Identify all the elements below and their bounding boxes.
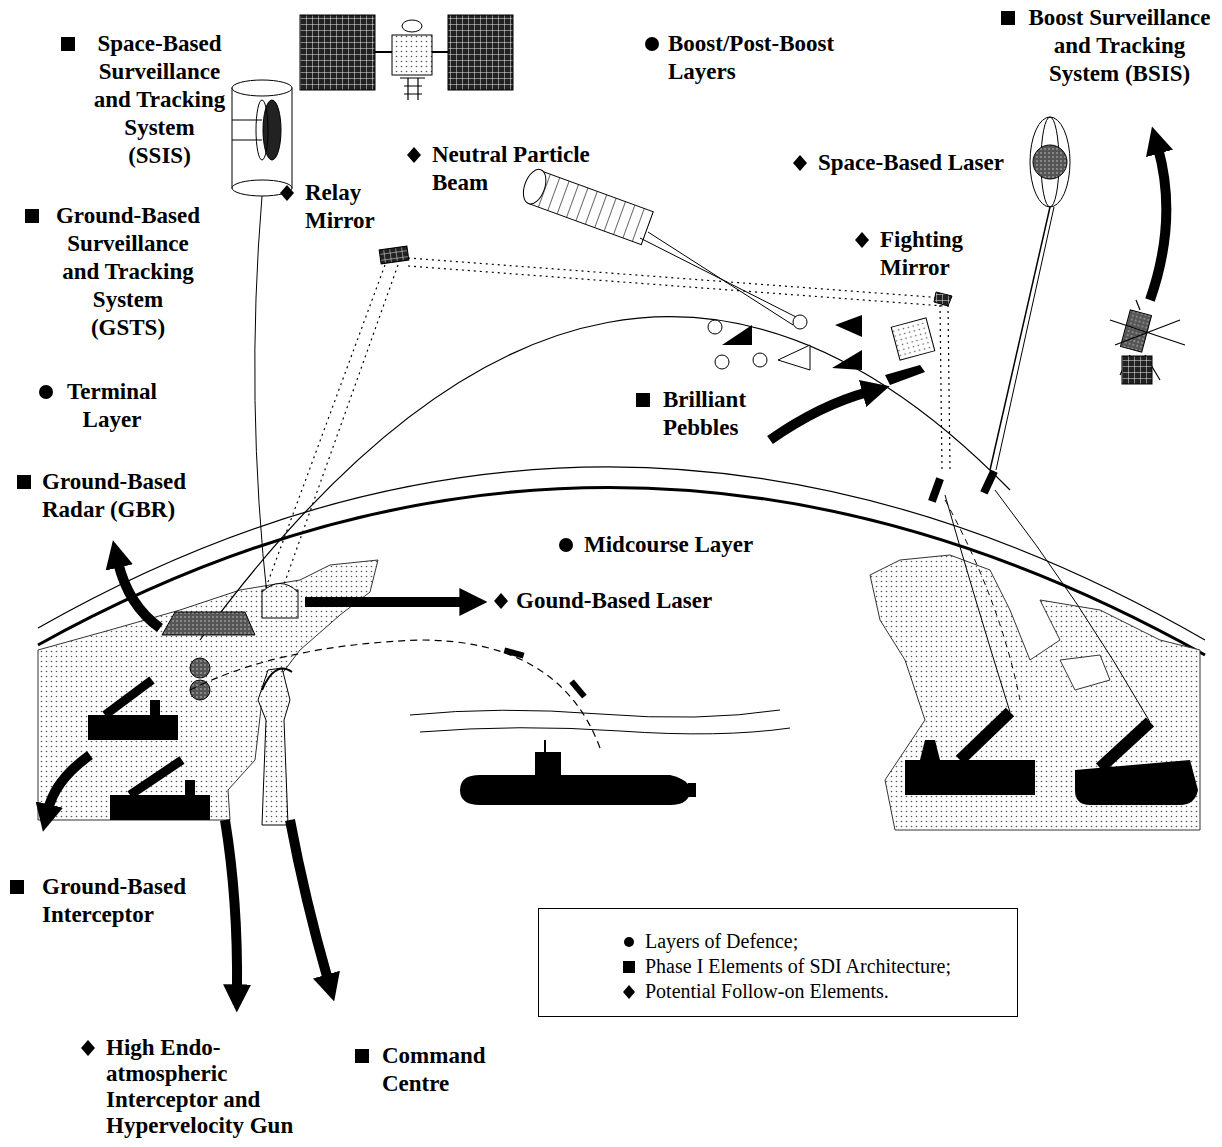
follow-on-diamond [793,155,807,171]
atmosphere-arc [38,467,1205,640]
neutral-particle-beam [519,166,798,325]
legend-entry: Layers of Defence; [621,929,798,954]
legend-symbol [621,959,637,975]
layer-dot [39,385,53,399]
callout-arrow [118,562,160,628]
brilliant-pebbles [708,315,935,385]
missile [569,679,586,698]
laser-beam [408,258,944,298]
follow-on-diamond [494,593,508,609]
sea-line [420,728,790,734]
layer-dot [645,37,659,51]
callout-label: Space-Based Laser [818,149,1018,177]
missile [928,477,944,502]
fighting-mirror [934,292,952,306]
legend-label: Potential Follow-on Elements. [645,980,889,1003]
legend-symbol [621,934,637,950]
callout-arrow [225,820,237,990]
callout-label: Relay Mirror [305,179,390,235]
callout-label: Ground-Based Surveillance and Tracking S… [53,202,203,342]
follow-on-diamond [280,185,294,201]
legend-entry: Potential Follow-on Elements. [621,979,889,1004]
callout-arrow [290,820,328,980]
legend-label: Layers of Defence; [645,930,798,953]
phase-one-square [25,209,39,223]
legend-symbol [621,984,637,1000]
launch-track [945,500,1020,700]
ground-laser-dome [262,584,298,593]
interceptor-launcher [88,680,178,740]
ssis-satellite [300,15,513,100]
land-mass [870,555,1200,830]
launch-track [945,495,1010,712]
callout-arrow [1150,148,1166,300]
slbm-trajectory [190,640,600,748]
lake [1060,655,1110,690]
missile [504,648,525,659]
missile [980,469,997,494]
gsts-sensor [232,80,292,605]
sea-line [410,710,780,717]
phase-one-square [10,880,24,894]
ground-laser [262,590,298,618]
radar-dome [190,680,210,700]
follow-on-diamond [407,147,421,163]
relay-mirror [379,246,409,264]
earth-arc [38,487,1205,655]
tracking-satellite [1110,300,1185,384]
layer-dot [559,538,573,552]
callout-label: Command Centre [382,1042,497,1098]
callout-arrow [48,755,90,810]
callout-label: Terminal Layer [62,378,162,434]
callout-label: Boost/Post-Boost Layers [668,30,848,86]
callout-label: Neutral Particle Beam [432,141,602,197]
icbm-launcher [905,712,1035,795]
legend-label: Phase I Elements of SDI Architecture; [645,955,951,978]
laser-beam [282,265,398,590]
laser-beam [948,305,950,470]
callout-label: Boost Surveillance and Tracking System (… [1027,4,1212,88]
submarine [460,740,696,805]
callout-label: Fighting Mirror [880,226,975,282]
phase-one-square [636,393,650,407]
laser-beam [408,266,944,306]
phase-one-square [1001,11,1015,25]
command-dish [262,669,292,690]
callout-label: Ground-Based Interceptor [42,873,197,929]
laser-beam [940,305,942,470]
launch-track [995,490,1150,722]
trajectory [200,317,1010,640]
callout-label: Midcourse Layer [584,531,784,559]
radar-dome [190,658,210,678]
follow-on-diamond [855,232,869,248]
callout-label: Space-Based Surveillance and Tracking Sy… [91,30,228,170]
legend-entry: Phase I Elements of SDI Architecture; [621,954,951,979]
command-centre-tower [258,668,290,825]
interceptor-launcher [110,760,210,820]
ground-radar [162,612,255,635]
callout-label: High Endo-atmospheric Interceptor and Hy… [106,1035,298,1139]
mobile-launcher [1075,722,1198,805]
callout-arrow [770,392,868,440]
follow-on-diamond [81,1040,95,1056]
callout-label: Ground-Based Radar (GBR) [42,468,197,524]
phase-one-square [61,37,75,51]
callout-arrow [305,597,465,607]
phase-one-square [17,475,31,489]
phase-one-square [355,1049,369,1063]
callout-label: Gound-Based Laser [516,587,731,615]
callout-label: Brilliant Pebbles [663,386,758,442]
legend-box: Layers of Defence;Phase I Elements of SD… [538,908,1018,1017]
laser-beam [265,265,385,590]
